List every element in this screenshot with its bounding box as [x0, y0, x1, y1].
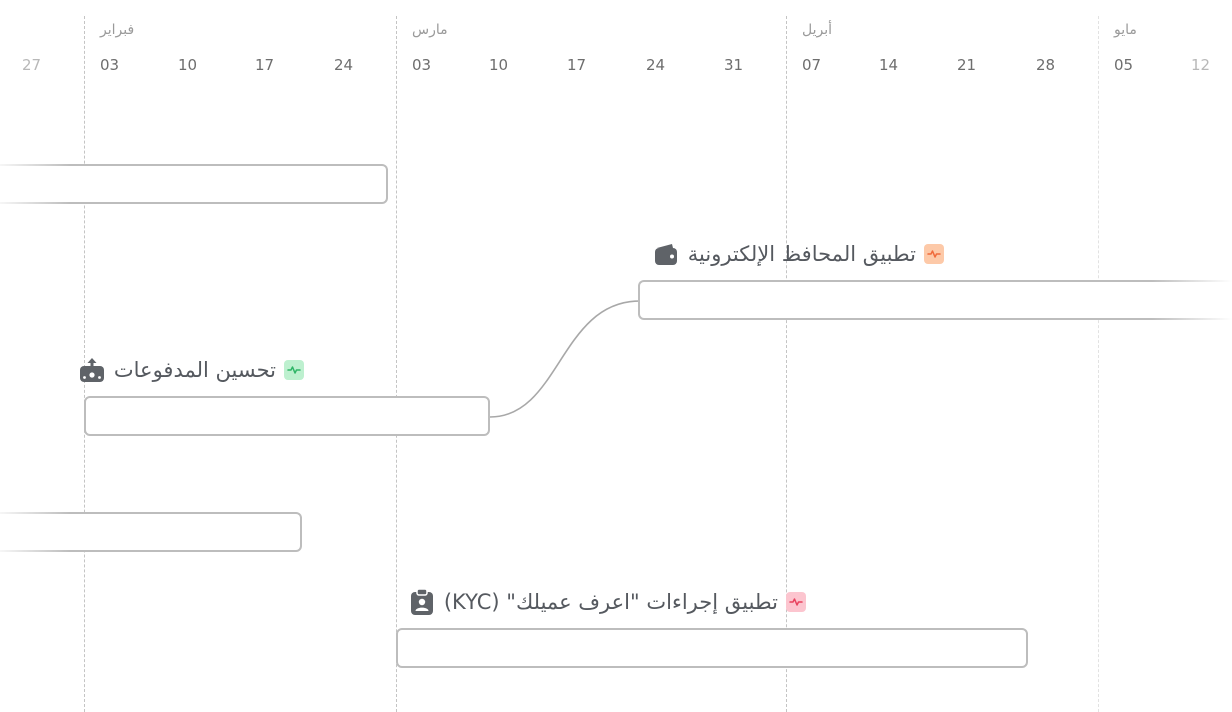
timeline-bar[interactable] [396, 628, 1028, 668]
day-label: 24 [334, 56, 354, 74]
day-label: 31 [724, 56, 744, 74]
day-label: 05 [1114, 56, 1134, 74]
item-title: تطبيق إجراءات "اعرف عميلك" (KYC) [443, 590, 778, 614]
status-pulse-icon [924, 244, 944, 264]
timeline-bar[interactable] [0, 164, 388, 204]
timeline-bar[interactable] [0, 512, 302, 552]
month-label-mar: مارس [412, 22, 448, 38]
day-label: 17 [255, 56, 275, 74]
month-divider-apr [786, 16, 787, 712]
status-pulse-icon [284, 360, 304, 380]
item-title-row[interactable]: تطبيق المحافظ الإلكترونية [652, 240, 944, 268]
month-divider-feb [84, 16, 85, 712]
item-title-row[interactable]: تطبيق إجراءات "اعرف عميلك" (KYC) [408, 588, 806, 616]
month-label-may: مايو [1114, 22, 1137, 38]
box-upload-icon [78, 356, 106, 384]
timeline-bar[interactable] [84, 396, 490, 436]
day-label: 28 [1036, 56, 1056, 74]
month-divider-may [1098, 16, 1099, 712]
day-label: 17 [567, 56, 587, 74]
day-label: 10 [178, 56, 198, 74]
item-title-row[interactable]: تحسين المدفوعات [78, 356, 304, 384]
day-label: 21 [957, 56, 977, 74]
day-label: 03 [100, 56, 120, 74]
day-label: 07 [802, 56, 822, 74]
day-label: 03 [412, 56, 432, 74]
month-label-apr: أبريل [802, 22, 833, 38]
month-divider-mar [396, 16, 397, 712]
item-title: تحسين المدفوعات [113, 358, 276, 382]
day-label: 12 [1191, 56, 1211, 74]
timeline-bar[interactable] [638, 280, 1232, 320]
day-label: 14 [879, 56, 899, 74]
day-label: 27 [22, 56, 42, 74]
status-pulse-icon [786, 592, 806, 612]
id-badge-icon [408, 588, 436, 616]
day-label: 24 [646, 56, 666, 74]
day-label: 10 [489, 56, 509, 74]
month-label-feb: فبراير [100, 22, 135, 38]
wallet-icon [652, 240, 680, 268]
item-title: تطبيق المحافظ الإلكترونية [687, 242, 916, 266]
